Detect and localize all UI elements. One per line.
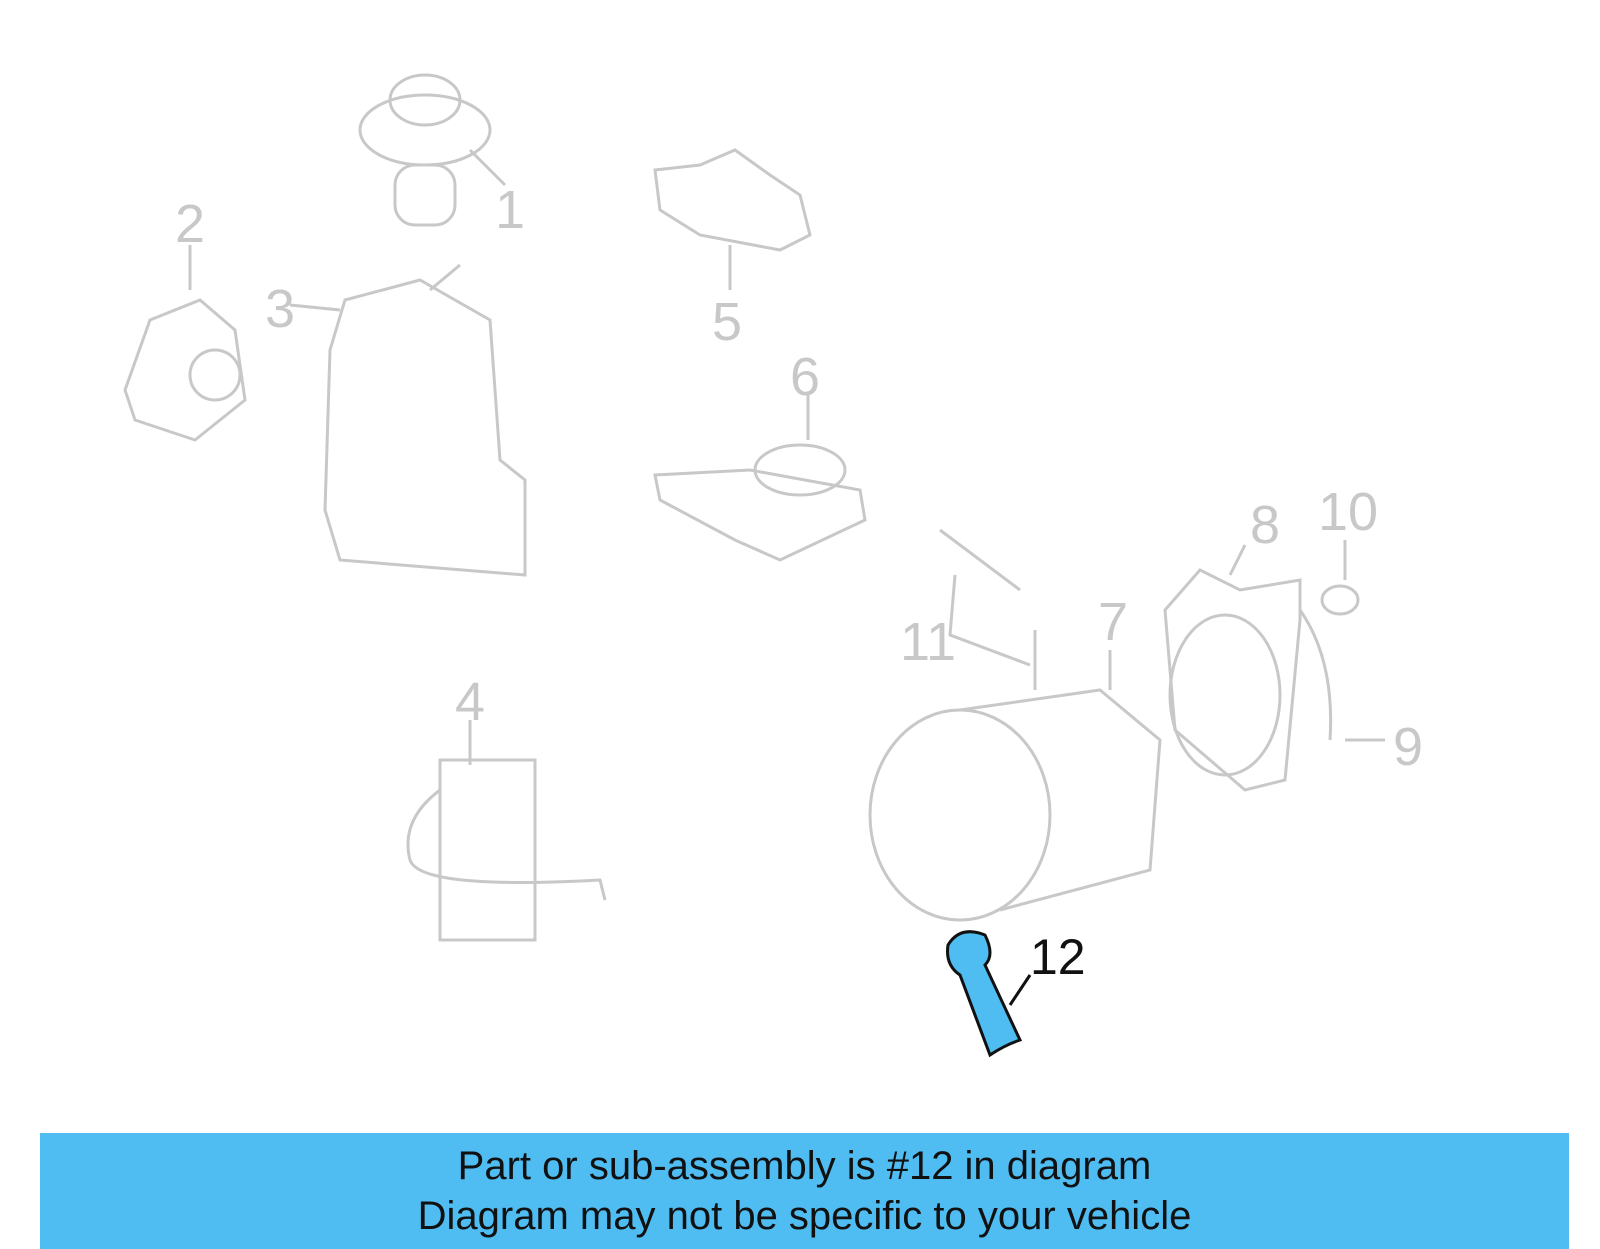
callout-12: 12 [1030,929,1086,985]
part-10-nut-icon [1320,540,1360,616]
callout-2: 2 [175,194,206,254]
part-5-sensor-icon [653,148,812,290]
callout-8: 8 [1250,495,1281,555]
callout-10: 10 [1318,482,1379,542]
banner-part-text: Part or sub-assembly is #12 in diagram [457,1144,1152,1188]
callout-5: 5 [712,292,743,352]
part-2-body-icon [123,245,247,442]
callout-6: 6 [790,347,821,407]
part-6-valve-icon [653,395,867,562]
banner-disclaimer-text: Diagram may not be specific to your vehi… [417,1194,1192,1238]
callout-4: 4 [455,672,486,732]
part-7-pump-icon [868,630,1162,922]
callout-1: 1 [495,180,526,240]
part-9-strap-icon [1298,609,1385,742]
info-banner: Part or sub-assembly is #12 in diagram D… [40,1133,1569,1249]
callout-3: 3 [265,279,296,339]
part-12-hose-icon [946,930,1032,1058]
part-8-bracket-icon [1163,544,1302,792]
part-4-bracket-icon [406,720,607,942]
callout-7: 7 [1098,592,1129,652]
part-1-valve-icon [358,73,507,227]
callout-11: 11 [900,612,957,672]
part-3-box-icon [289,263,527,577]
parts-diagram: 1 2 3 4 5 6 7 8 9 10 11 12 [123,73,1424,1058]
callout-9: 9 [1393,717,1424,777]
part-11-hose-icon [939,528,1031,667]
